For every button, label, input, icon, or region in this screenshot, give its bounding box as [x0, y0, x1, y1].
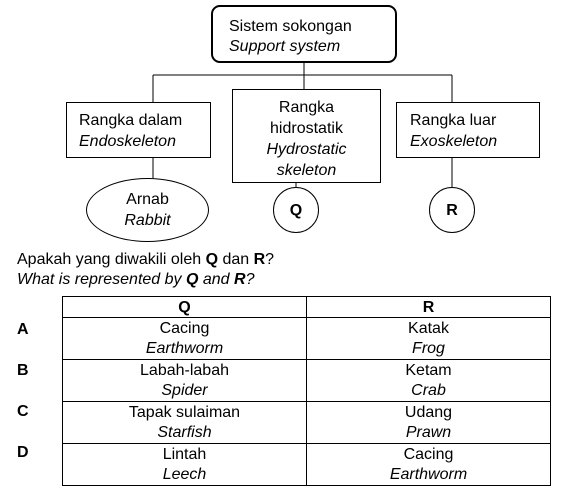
node-hydrostatic-ms-line2: hidrostatik [270, 120, 343, 137]
cell-r-ms: Cacing [403, 446, 454, 463]
cell-r-ms: Ketam [405, 362, 452, 379]
header-r: R [306, 296, 551, 318]
question-en: What is represented by Q and R? [17, 270, 254, 290]
question-ms-and: dan [218, 251, 254, 268]
example-rabbit-en: Rabbit [124, 212, 171, 229]
question-ms: Apakah yang diwakili oleh Q dan R? [17, 250, 274, 270]
node-endoskeleton: Rangka dalam Endoskeleton [66, 102, 211, 158]
cell-q-ms: Lintah [162, 446, 207, 463]
node-endoskeleton-en: Endoskeleton [79, 133, 176, 150]
node-hydrostatic-en-line2: skeleton [276, 162, 337, 179]
node-endoskeleton-ms: Rangka dalam [79, 112, 183, 129]
example-rabbit-ms: Arnab [126, 191, 169, 208]
question-ms-r: R [253, 251, 266, 268]
cell-q-ms: Cacing [159, 320, 210, 337]
question-en-and: and [198, 271, 235, 288]
cell-r-ms: Katak [408, 320, 449, 337]
question-en-q: Q [185, 271, 199, 288]
option-d-label[interactable]: D [17, 444, 29, 461]
question-ms-q: Q [205, 251, 219, 268]
option-c-label[interactable]: C [17, 403, 29, 420]
question-ms-text: Apakah yang diwakili oleh [17, 251, 206, 268]
cell-q-en: Leech [162, 466, 207, 483]
root-node-label-ms: Sistem sokongan [229, 18, 352, 35]
node-hydrostatic-skeleton: Rangka hidrostatik Hydrostatic skeleton [232, 89, 381, 183]
example-r-label: R [446, 201, 458, 219]
cell-r-en: Earthworm [389, 466, 468, 483]
question-en-text: What is represented by [17, 271, 186, 288]
cell-q-en: Spider [161, 382, 208, 399]
cell-r-en: Crab [411, 382, 446, 399]
root-node-label-en: Support system [229, 38, 341, 55]
example-q: Q [273, 187, 319, 233]
example-q-label: Q [289, 201, 303, 219]
header-q: Q [62, 296, 307, 318]
option-a-label[interactable]: A [17, 321, 29, 338]
cell-r-en: Frog [412, 340, 445, 357]
node-hydrostatic-en-line1: Hydrostatic [266, 141, 347, 158]
example-r: R [429, 187, 475, 233]
question-en-r: R [234, 271, 246, 288]
question-en-mark: ? [245, 271, 255, 288]
cell-r-ms: Udang [404, 404, 453, 421]
node-exoskeleton-en: Exoskeleton [410, 133, 498, 150]
root-node-support-system: Sistem sokongan Support system [211, 5, 397, 63]
cell-q-en: Earthworm [145, 340, 224, 357]
question-ms-mark: ? [265, 251, 275, 268]
node-exoskeleton-ms: Rangka luar [410, 112, 497, 129]
example-rabbit: Arnab Rabbit [86, 178, 209, 242]
table-header-row: Q R [62, 296, 551, 318]
cell-r-en: Prawn [405, 424, 452, 441]
cell-q-ms: Tapak sulaiman [128, 404, 241, 421]
node-hydrostatic-ms-line1: Rangka [278, 99, 335, 116]
cell-q-ms: Labah-labah [140, 362, 229, 379]
node-exoskeleton: Rangka luar Exoskeleton [396, 102, 540, 158]
option-b-label[interactable]: B [17, 362, 29, 379]
cell-q-en: Starfish [157, 424, 212, 441]
